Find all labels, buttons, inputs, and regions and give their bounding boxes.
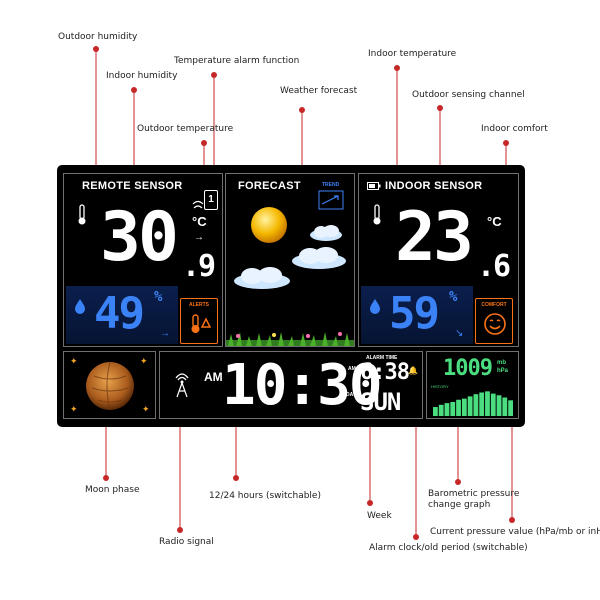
trend-graph-icon	[318, 190, 344, 210]
indoor-temperature-value: 23	[395, 198, 474, 277]
pressure-bar	[496, 395, 502, 416]
callout-week: Week	[367, 511, 392, 521]
trend-label: TREND	[322, 182, 340, 188]
weekday-value: SUN	[360, 388, 401, 416]
alerts-box[interactable]: ALERTS	[180, 298, 218, 344]
pressure-bar	[450, 402, 456, 416]
cloud-icon	[234, 267, 290, 289]
star-icon: ✦	[142, 404, 150, 414]
callout-indoor-humidity: Indoor humidity	[106, 71, 178, 81]
radio-signal-icon	[175, 373, 189, 398]
grass-icon	[226, 332, 354, 346]
pressure-bar	[490, 393, 496, 416]
callout-hours-format: 12/24 hours (switchable)	[209, 491, 321, 501]
comfort-label: COMFORT	[481, 302, 507, 308]
pressure-panel: 1009 mb hPa HISTORY	[426, 351, 519, 419]
clock-panel: AM 10:30 ALARM TIME AM 6:38 🔔 DAY SUN	[159, 351, 423, 419]
callout-outdoor-sensing-channel: Outdoor sensing channel	[412, 90, 525, 100]
pressure-bar	[479, 392, 485, 416]
moon-icon	[86, 361, 134, 411]
pressure-bar	[438, 404, 444, 416]
alarm-time-label: ALARM TIME	[366, 355, 398, 361]
water-drop-icon	[75, 299, 85, 314]
pressure-bar	[444, 403, 450, 416]
pressure-history-graph	[433, 391, 513, 416]
callout-outdoor-humidity: Outdoor humidity	[58, 32, 138, 42]
remote-sensor-panel: REMOTE SENSOR 1 30 .9 °C → 49 % → ALERTS	[63, 173, 223, 347]
channel-indicator: 1	[204, 190, 218, 210]
moon-phase-panel: ✦ ✦ ✦ ✦	[63, 351, 156, 419]
outdoor-humidity-area	[66, 286, 178, 344]
pressure-bar	[456, 399, 461, 416]
pressure-graph-label: HISTORY	[431, 384, 449, 389]
signal-icon	[192, 200, 204, 209]
pressure-bar	[508, 400, 513, 416]
forecast-title: FORECAST	[238, 180, 301, 192]
pressure-value: 1009	[443, 356, 493, 381]
outdoor-humidity-value: 49	[94, 288, 145, 339]
comfort-box: COMFORT	[475, 298, 513, 344]
callout-indoor-temperature: Indoor temperature	[368, 49, 457, 59]
callout-pressure-graph-text: Barometric pressure change graph	[428, 489, 520, 510]
cloud-icon	[310, 225, 342, 241]
star-icon: ✦	[140, 356, 148, 366]
pressure-bar	[502, 397, 508, 416]
outdoor-temperature-decimal: .9	[182, 249, 216, 284]
alarm-time-value: 6:38	[360, 360, 410, 385]
indoor-humidity-area	[361, 286, 473, 344]
indoor-sensor-title: INDOOR SENSOR	[385, 180, 483, 192]
alert-thermometer-icon	[191, 314, 211, 333]
callout-pressure-graph: Barometric pressure change graph	[428, 489, 528, 511]
humidity-trend-icon: ↘	[455, 328, 464, 339]
humidity-trend-icon: →	[160, 328, 170, 339]
callout-pressure-value: Current pressure value (hPa/mb or inHg)	[430, 527, 600, 537]
forecast-panel: FORECAST TREND	[225, 173, 355, 347]
alarm-am-indicator: AM	[348, 366, 356, 372]
alerts-label: ALERTS	[189, 302, 209, 308]
pressure-bar	[433, 407, 438, 416]
pressure-unit-mb: mb	[497, 360, 506, 366]
am-indicator: AM	[204, 370, 223, 384]
callout-radio-signal: Radio signal	[159, 537, 214, 547]
battery-icon	[367, 182, 381, 190]
pressure-unit-hpa: hPa	[497, 368, 509, 374]
thermometer-icon	[78, 204, 86, 225]
callout-moon-phase: Moon phase	[85, 485, 140, 495]
callout-alarm-clock: Alarm clock/old period (switchable)	[369, 543, 528, 553]
callout-indoor-comfort: Indoor comfort	[481, 124, 548, 134]
water-drop-icon	[370, 299, 380, 314]
indoor-humidity-unit: %	[449, 289, 458, 305]
thermometer-icon	[373, 204, 381, 225]
smiley-face-icon	[484, 313, 506, 335]
pressure-bar	[461, 398, 467, 416]
star-icon: ✦	[70, 404, 78, 414]
star-icon: ✦	[70, 356, 78, 366]
pressure-bar	[485, 391, 490, 416]
indoor-temperature-decimal: .6	[477, 249, 511, 284]
day-label: DAY	[346, 392, 357, 398]
remote-sensor-title: REMOTE SENSOR	[82, 180, 183, 192]
callout-weather-forecast: Weather forecast	[280, 86, 358, 96]
clock-time: 10:30	[222, 353, 383, 418]
cloud-icon	[292, 247, 346, 269]
outdoor-temperature-unit: °C	[192, 214, 207, 229]
trend-arrow-icon: →	[194, 232, 204, 243]
indoor-sensor-panel: INDOOR SENSOR 23 .6 °C 59 % ↘ COMFORT	[358, 173, 519, 347]
pressure-bar	[467, 396, 473, 416]
weather-station-display: REMOTE SENSOR 1 30 .9 °C → 49 % → ALERTS	[57, 165, 525, 427]
callout-outdoor-temperature: Outdoor temperature	[137, 124, 234, 134]
outdoor-humidity-unit: %	[154, 289, 163, 305]
indoor-humidity-value: 59	[389, 288, 440, 339]
alarm-bell-icon: 🔔	[408, 366, 418, 375]
sun-icon	[251, 207, 287, 243]
outdoor-temperature-value: 30	[100, 198, 179, 277]
callout-temperature-alarm: Temperature alarm function	[174, 56, 300, 66]
pressure-bar	[473, 394, 479, 416]
indoor-temperature-unit: °C	[487, 214, 502, 229]
